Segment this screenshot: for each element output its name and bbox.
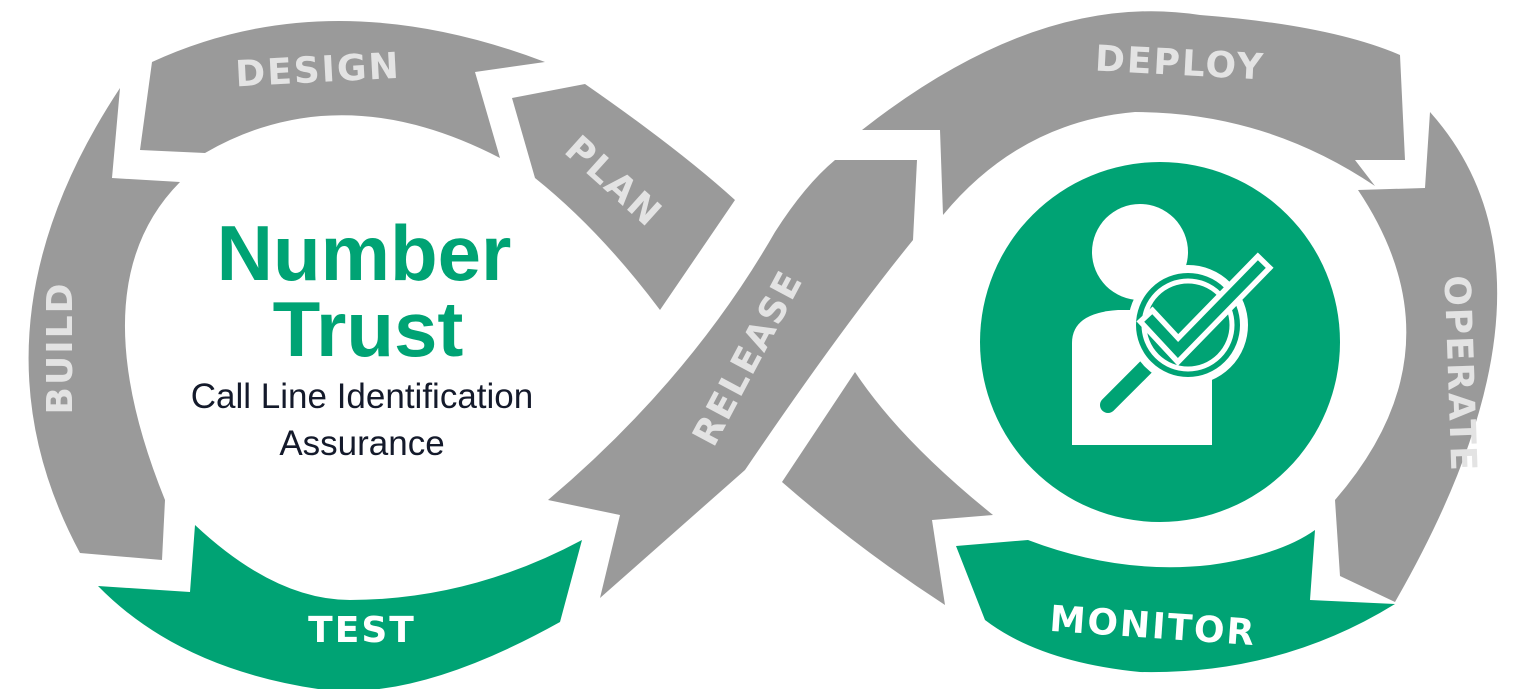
build-segment — [28, 88, 180, 560]
design-segment — [140, 21, 545, 158]
build-label: BUILD — [40, 282, 81, 415]
monitor-left-arrow — [782, 372, 993, 605]
operate-label: OPERATE — [1436, 275, 1484, 474]
title-line-1: Number — [217, 209, 512, 297]
monitor-segment — [956, 530, 1395, 673]
operate-segment — [1335, 112, 1498, 602]
plan-segment — [512, 84, 735, 310]
subtitle-line-2: Assurance — [279, 424, 444, 463]
release-segment — [548, 160, 917, 598]
person-verified-magnifier-icon — [1072, 204, 1274, 445]
test-segment — [98, 525, 582, 689]
deploy-segment — [862, 11, 1405, 215]
design-label: DESIGN — [234, 46, 401, 96]
title-line-2: Trust — [273, 285, 464, 373]
test-label: TEST — [308, 610, 416, 651]
deploy-label: DEPLOY — [1094, 39, 1266, 89]
subtitle-line-1: Call Line Identification — [191, 377, 533, 416]
